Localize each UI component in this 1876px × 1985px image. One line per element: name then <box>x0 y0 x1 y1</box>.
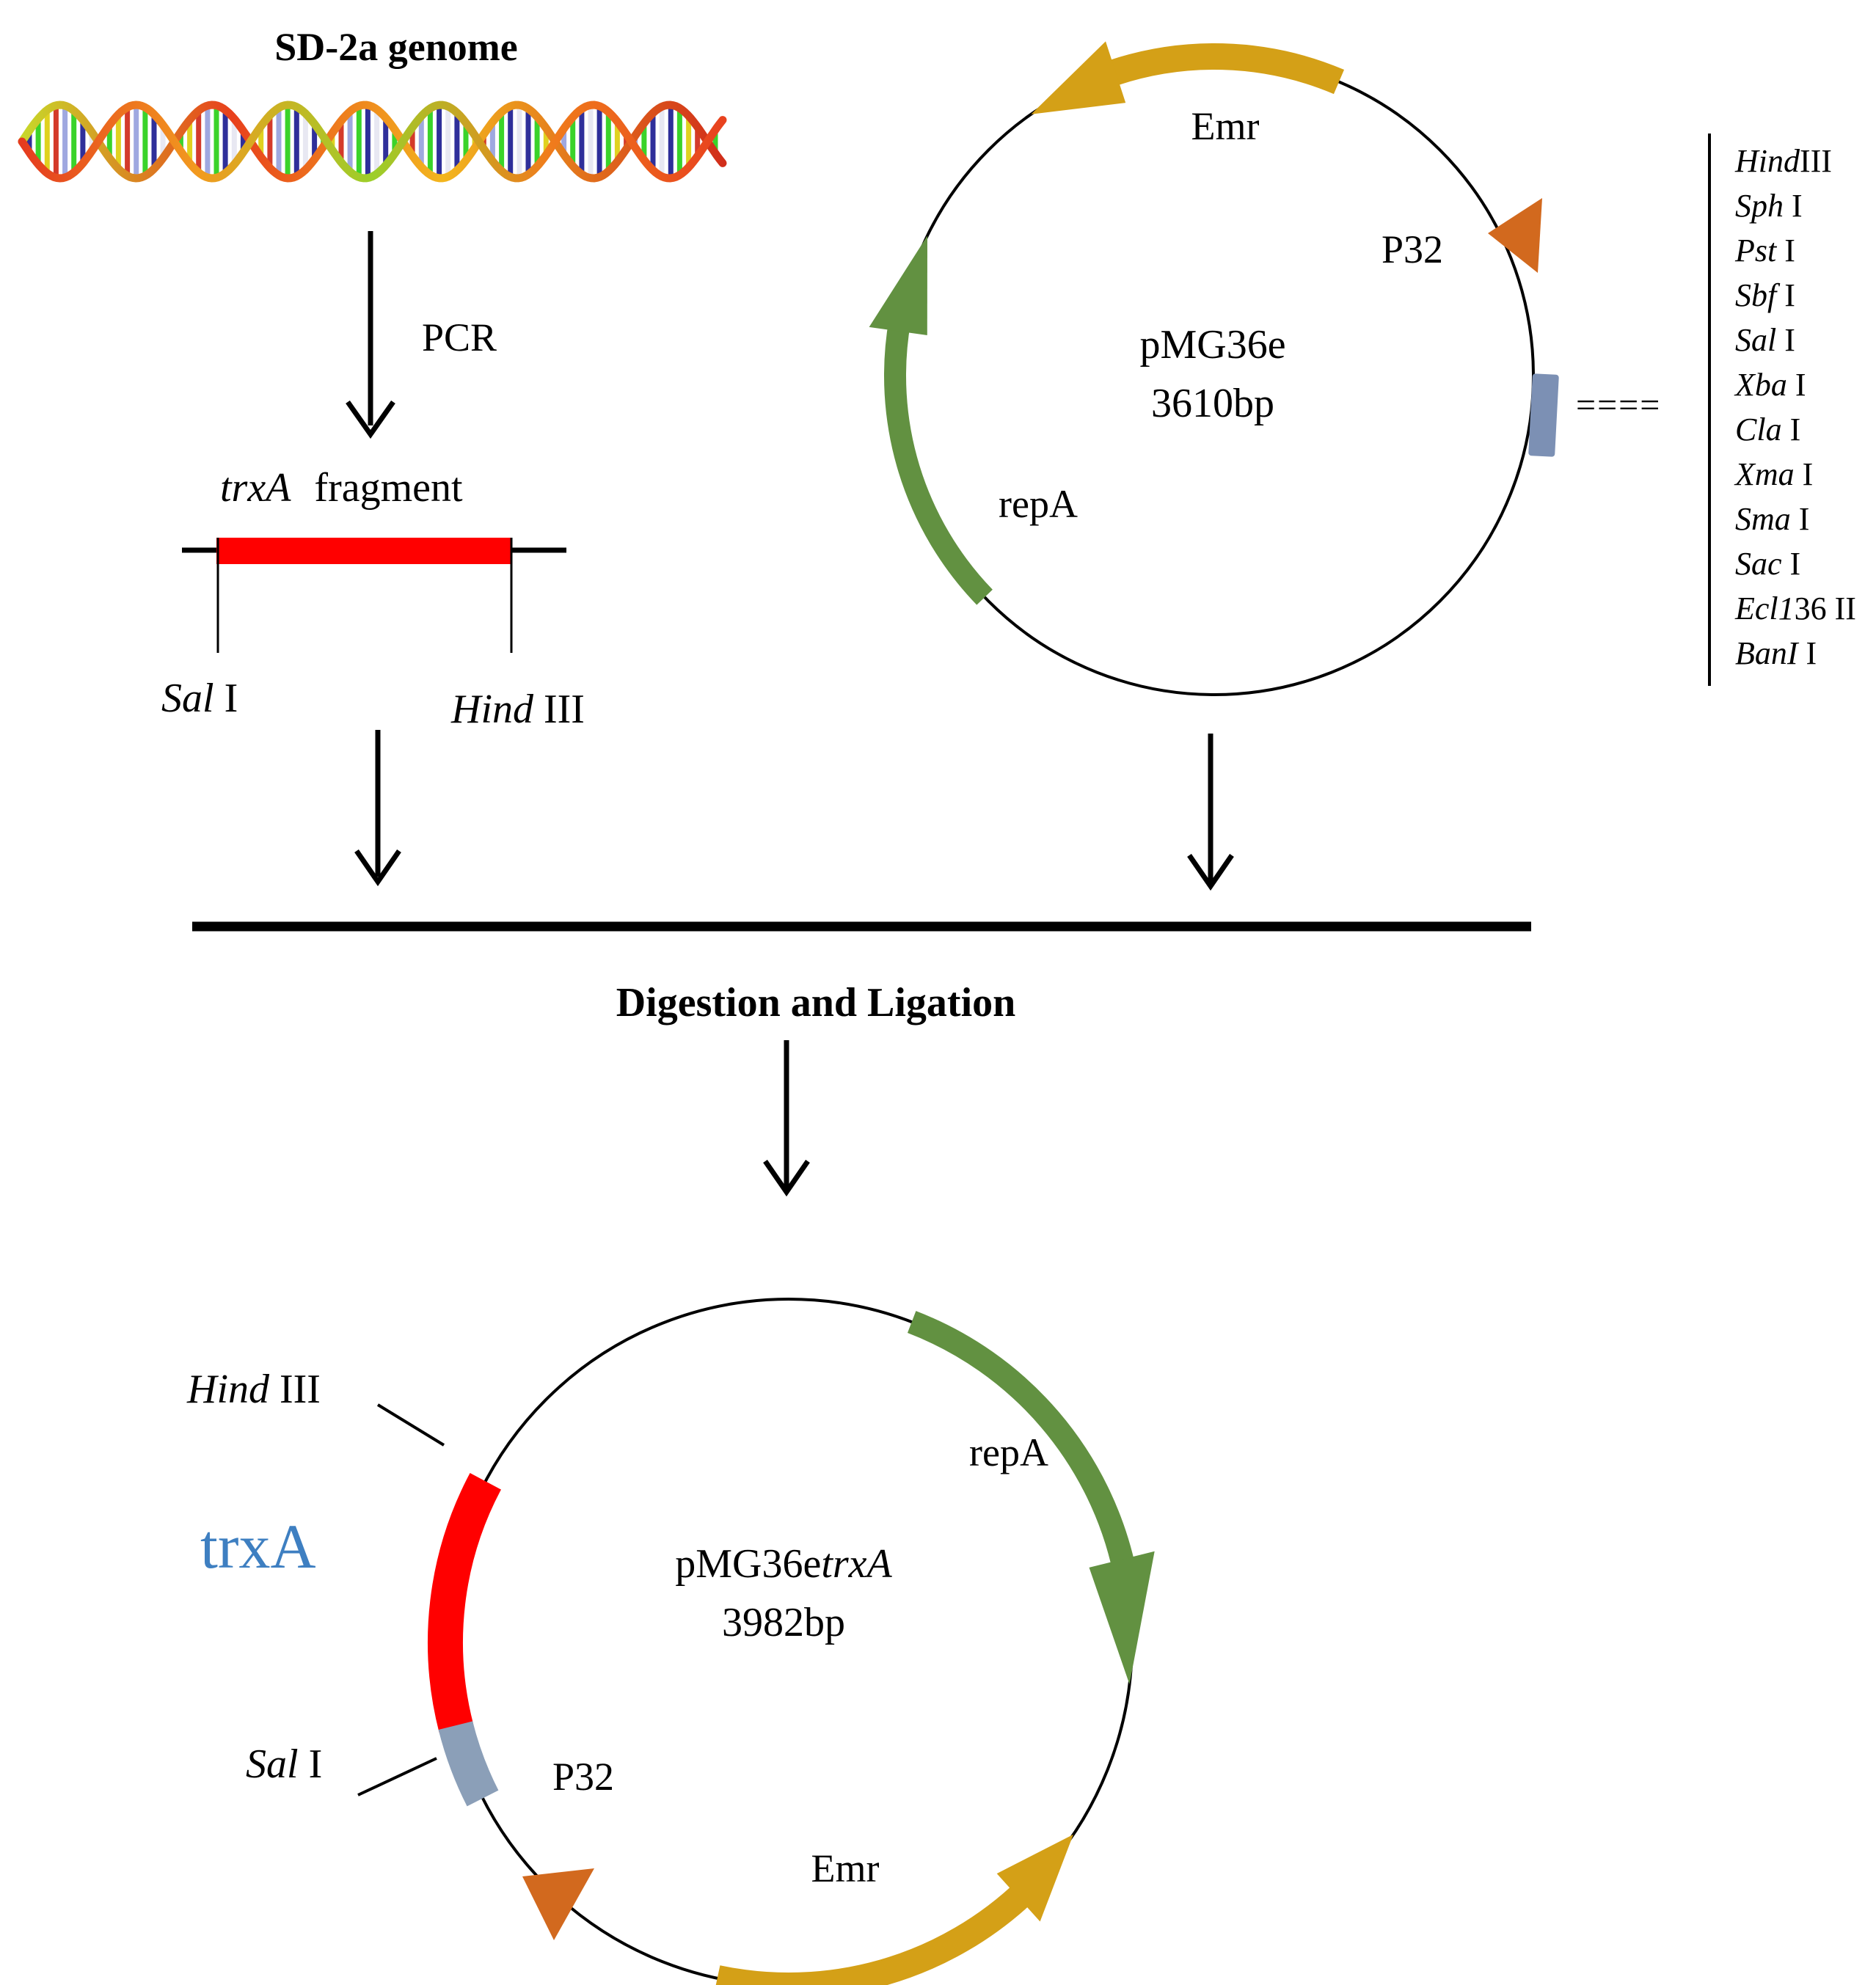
plasmid1-mcs-box <box>1528 373 1559 457</box>
fragment-label: trxA fragment <box>220 465 463 511</box>
mcs-site-sal: Sal I <box>1735 322 1795 358</box>
plasmid2-name: pMG36etrxA <box>675 1541 892 1587</box>
plasmid-pmg36e <box>869 41 1559 696</box>
plasmid2-repa-label: repA <box>969 1430 1048 1474</box>
plasmid2-emr-label: Emr <box>811 1846 880 1890</box>
mcs-site-bani: BanI I <box>1735 635 1817 671</box>
mcs-site-xba: Xba I <box>1734 367 1806 403</box>
fragment-sal-site: Sal I <box>161 676 238 721</box>
plasmid2-size: 3982bp <box>722 1600 845 1645</box>
plasmid1-emr-gene <box>1101 43 1345 95</box>
ligation-down-arrow <box>763 1040 810 1197</box>
mcs-site-cla: Cla I <box>1735 412 1800 447</box>
plasmid2-repa-gene <box>907 1311 1136 1574</box>
plasmid-down-arrow <box>1187 734 1234 891</box>
plasmid1-repa-label: repA <box>999 482 1078 526</box>
fragment-hind-site: Hind III <box>450 687 585 732</box>
plasmid1-emr-arrowhead <box>1031 41 1126 114</box>
plasmid1-name: pMG36e <box>1139 322 1285 368</box>
plasmid2-sal-site: Sal I <box>246 1741 322 1787</box>
fragment-suffix: fragment <box>314 465 463 511</box>
mcs-site-hind: HindIII <box>1734 143 1832 179</box>
plasmid2-emr-arrowhead <box>996 1834 1073 1922</box>
mcs-site-xma: Xma I <box>1734 456 1813 492</box>
plasmid2-trxa-insert <box>428 1473 502 1733</box>
mcs-site-sma: Sma I <box>1735 501 1809 537</box>
mcs-site-sbf: Sbf I <box>1735 277 1795 313</box>
genome-title: SD-2a genome <box>274 25 517 69</box>
mcs-site-ecl1: Ecl136 II <box>1734 591 1856 626</box>
mcs-dashes: ==== <box>1576 386 1661 425</box>
pcr-arrow <box>346 231 395 439</box>
plasmid2-mcs-segment <box>438 1721 499 1807</box>
fragment-down-arrow <box>354 730 401 887</box>
plasmid2-p32-label: P32 <box>552 1755 614 1799</box>
plasmid2-hind-site: Hind III <box>186 1367 321 1412</box>
plasmid2-repa-arrowhead <box>1089 1551 1155 1684</box>
plasmid-pmg36etrxa <box>357 1298 1155 1985</box>
plasmid2-emr-gene <box>715 1879 1037 1985</box>
mcs-site-list: HindIII Sph I Pst I Sbf I Sal I Xba I Cla I Xma… <box>1734 143 1856 671</box>
plasmid2-hind-tick <box>376 1403 445 1447</box>
fragment-gene-name: trxA <box>220 465 291 511</box>
step-label: Digestion and Ligation <box>616 980 1016 1026</box>
mcs-site-sac: Sac I <box>1735 546 1800 582</box>
plasmid2-sal-tick <box>357 1757 437 1796</box>
mcs-site-pst: Pst I <box>1734 233 1795 268</box>
pcr-label: PCR <box>422 315 497 359</box>
plasmid2-insert-label: trxA <box>200 1511 316 1582</box>
plasmid2-p32-promoter-icon <box>522 1868 594 1940</box>
plasmid1-p32-promoter-icon <box>1488 198 1542 273</box>
trxa-fragment <box>182 538 566 653</box>
plasmid1-p32-label: P32 <box>1382 227 1443 271</box>
plasmid1-emr-label: Emr <box>1191 104 1260 148</box>
plasmid1-repa-gene <box>884 318 993 605</box>
dna-double-helix-icon <box>18 100 727 183</box>
plasmid1-backbone <box>894 55 1535 696</box>
plasmid1-size: 3610bp <box>1151 381 1274 426</box>
plasmid1-repa-arrowhead <box>869 235 927 335</box>
trxa-fragment-bar <box>216 538 511 564</box>
mcs-site-sph: Sph I <box>1735 188 1803 224</box>
